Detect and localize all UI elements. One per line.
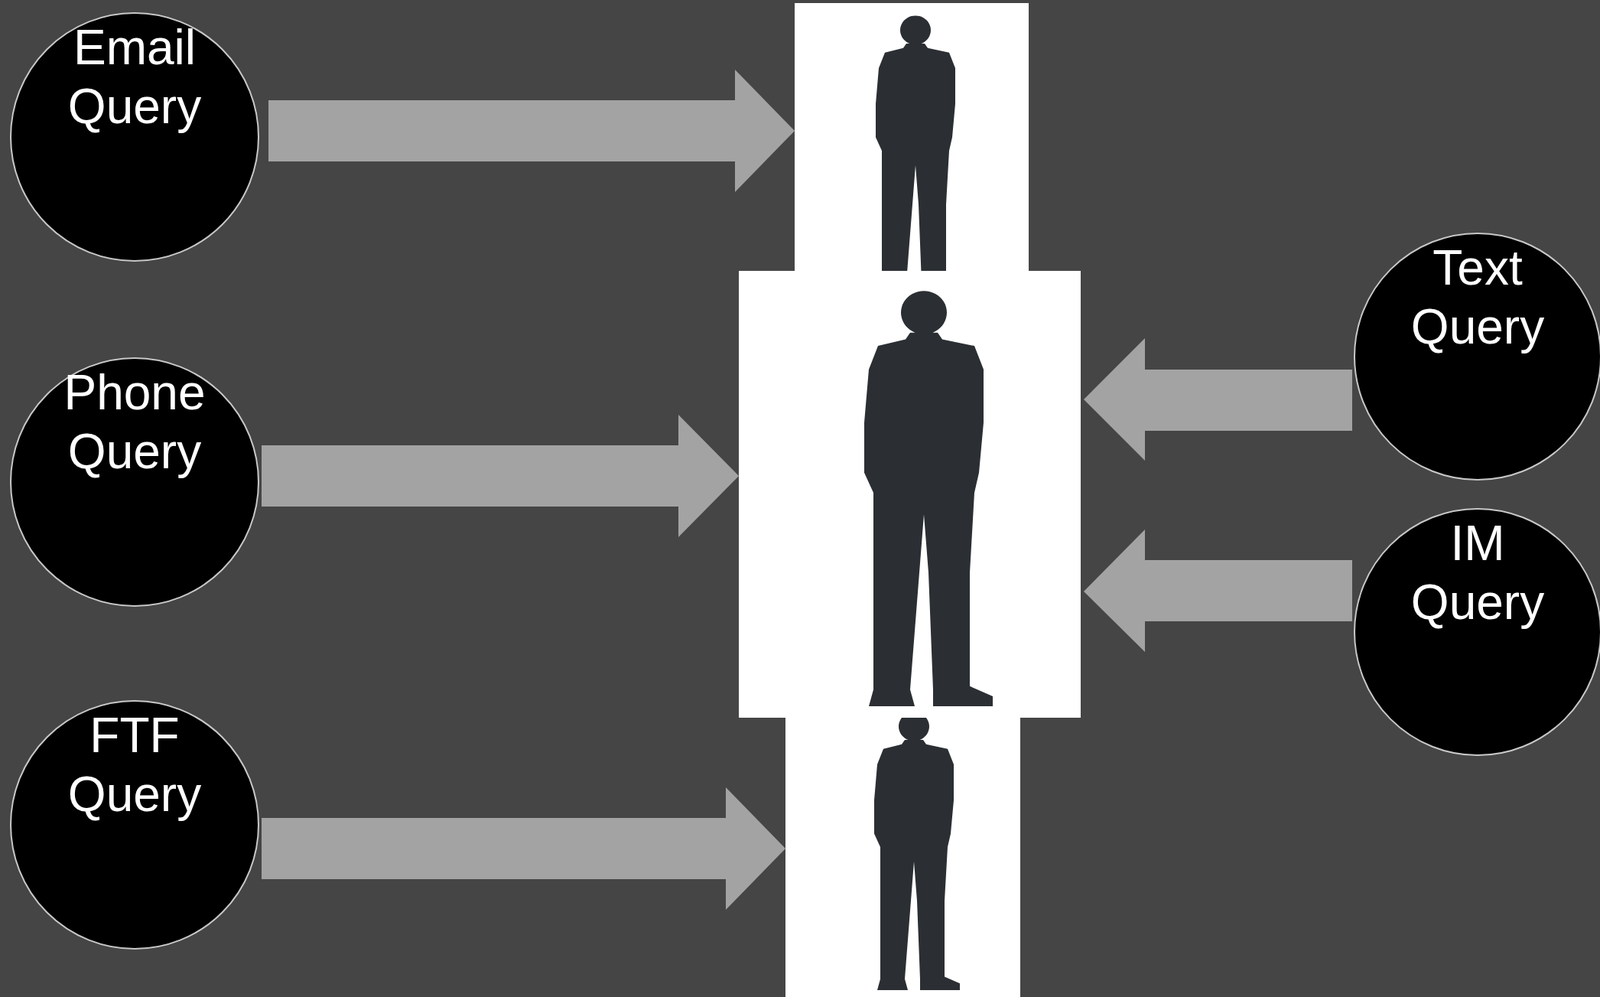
person-silhouette	[864, 290, 993, 706]
circle-outline	[10, 357, 259, 606]
query-circle: FTF Query	[9, 699, 260, 950]
flow-arrow	[261, 414, 739, 537]
person-silhouette	[874, 717, 960, 990]
flow-arrow	[1083, 338, 1353, 461]
node-label: Phone Query	[45, 363, 224, 482]
circle-outline	[1354, 508, 1600, 755]
flow-arrow	[1083, 529, 1353, 652]
node-label: IM Query	[1388, 513, 1567, 632]
circle-outline	[10, 13, 259, 261]
person-panel	[738, 270, 1081, 718]
flow-arrow	[268, 69, 795, 192]
node-label: Text Query	[1388, 238, 1567, 357]
circle-outline	[10, 700, 259, 949]
query-circle: Phone Query	[9, 357, 260, 607]
circle-outline	[1354, 233, 1600, 480]
query-circle: Email Query	[9, 12, 260, 262]
query-circle: Text Query	[1353, 232, 1600, 481]
node-label: Email Query	[45, 18, 224, 137]
node-label: FTF Query	[45, 705, 224, 824]
flow-arrow	[261, 786, 786, 910]
person-silhouette	[875, 15, 962, 271]
query-circle: IM Query	[1353, 507, 1600, 756]
